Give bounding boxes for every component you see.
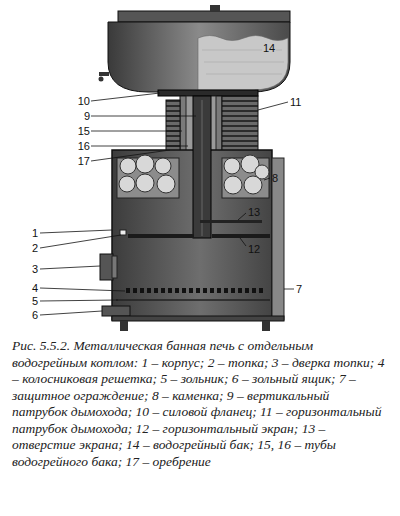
grate-bar [210, 288, 214, 293]
grate-bar [196, 288, 200, 293]
grate-bar [168, 288, 172, 293]
grate-bar [238, 288, 242, 293]
callout-number: 4 [32, 282, 38, 294]
grate-bar [133, 288, 137, 293]
grate-bar [245, 288, 249, 293]
grate-bar [175, 288, 179, 293]
callout-number: 8 [272, 172, 278, 184]
grate-bar [140, 288, 144, 293]
grate-bar [231, 288, 235, 293]
callout-number: 17 [78, 155, 90, 167]
callout-number: 6 [32, 309, 38, 321]
callout-number: 16 [78, 140, 90, 152]
grate-bar [217, 288, 221, 293]
grate-bar [224, 288, 228, 293]
figure-caption: Рис. 5.5.2. Металлическая банная печь с … [12, 338, 388, 470]
callout-number: 2 [32, 242, 38, 254]
callout-number: 14 [262, 42, 276, 54]
callout-number: 1 [32, 227, 38, 239]
grate-bar [161, 288, 165, 293]
callout-number: 12 [248, 243, 260, 255]
grate-bar [203, 288, 207, 293]
callout-number: 10 [78, 95, 90, 107]
callout-number: 5 [32, 295, 38, 307]
callout-number: 7 [296, 283, 302, 295]
grate-bar [182, 288, 186, 293]
callout-number: 11 [290, 96, 301, 108]
grate-bar [252, 288, 256, 293]
grate-bar [147, 288, 151, 293]
grate-bar [189, 288, 193, 293]
grate-bar [154, 288, 158, 293]
callout-number: 15 [78, 125, 90, 137]
grate-bar [126, 288, 130, 293]
grate-bar [259, 288, 263, 293]
callout-number: 13 [248, 206, 260, 218]
callout-number: 9 [84, 110, 90, 122]
callout-number: 3 [32, 263, 38, 275]
